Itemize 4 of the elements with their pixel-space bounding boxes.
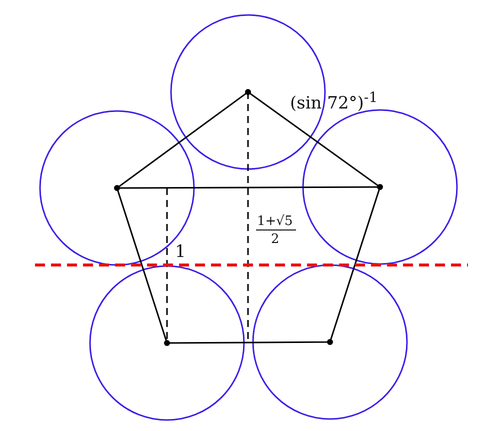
fraction-numerator: 1+√5 (257, 215, 293, 228)
label: (sin 72°)$^{-1}$ (290, 91, 378, 113)
fraction-denominator: 2 (271, 233, 280, 246)
label: 1 (175, 244, 186, 261)
